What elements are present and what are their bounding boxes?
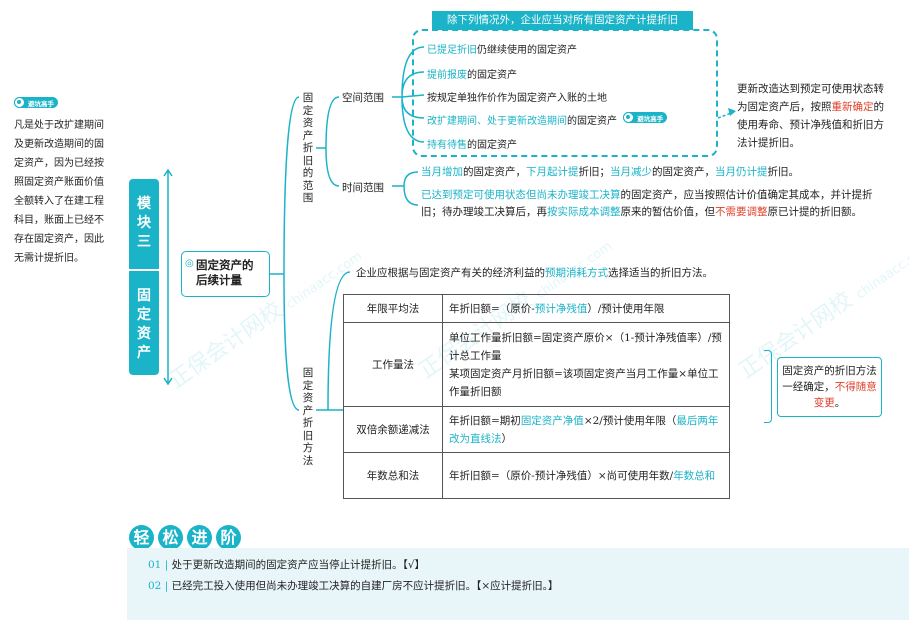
space-range-header: 除下列情况外，企业应当对所有固定资产计提折旧 [432, 11, 693, 30]
quiz-item: 01 | 处于更新改造期间的固定资产应当停止计提折旧。【√】 [148, 559, 426, 571]
method-name: 工作量法 [343, 322, 443, 407]
depreciation-methods-table: 年限平均法 年折旧额=（原价-预计净残值）/预计使用年限 工作量法 单位工作量折… [343, 294, 730, 499]
quiz-panel [127, 548, 909, 620]
table-row: 年数总和法 年折旧额=（原价-预计净残值）×尚可使用年数/年数总和 [343, 452, 730, 499]
method-formula: 年折旧额=（原价-预计净残值）×尚可使用年数/年数总和 [442, 452, 730, 499]
quiz-title-char: 阶 [216, 525, 241, 550]
table-bracket [764, 350, 772, 423]
badge-icon [623, 112, 635, 123]
exception-item: 已提足折旧仍继续使用的固定资产 [427, 45, 577, 56]
pitfall-badge: 避坑高手 [14, 97, 58, 111]
exception-item: 持有待售的固定资产 [427, 140, 517, 151]
exceptions-box [412, 29, 718, 157]
branch-range-label: 固定资产折旧的范围 [302, 92, 314, 204]
badge-icon [14, 97, 25, 108]
branch-method-label: 固定资产折旧方法 [302, 367, 314, 467]
table-row: 工作量法 单位工作量折旧额=固定资产原价×（1-预计净残值率）/预计总工作量某项… [343, 322, 730, 407]
root-line-1: 固定资产的 [196, 258, 254, 272]
root-line-2: 后续计量 [196, 273, 242, 287]
root-icon: ◎ [185, 258, 194, 269]
left-note-text: 凡是处于改扩建期间及更新改造期间的固定资产，因为已经按照固定资产账面价值全额转入… [14, 120, 104, 264]
quiz-title-char: 轻 [129, 525, 154, 550]
renovation-note: 更新改造达到预定可使用状态转为固定资产后，按照重新确定的使用寿命、预计净残值和折… [737, 83, 884, 149]
module-number: 模块三 [137, 196, 151, 250]
quiz-title: 轻 松 进 阶 [129, 525, 241, 550]
method-name: 年限平均法 [343, 294, 443, 323]
space-range-label: 空间范围 [342, 92, 384, 104]
time-range-label: 时间范围 [342, 182, 384, 194]
method-formula: 单位工作量折旧额=固定资产原价×（1-预计净残值率）/预计总工作量某项固定资产月… [442, 322, 730, 407]
exception-item: 按规定单独作价作为固定资产入账的土地 [427, 93, 607, 104]
module-divider [129, 269, 159, 271]
method-name: 年数总和法 [343, 452, 443, 499]
formula-line: 单位工作量折旧额=固定资产原价×（1-预计净残值率）/预计总工作量 [449, 331, 722, 362]
table-row: 双倍余额递减法 年折旧额=期初固定资产净值×2/预计使用年限（最后两年改为直线法… [343, 406, 730, 453]
root-node: ◎ 固定资产的 后续计量 [181, 251, 270, 297]
exception-item: 改扩建期间、处于更新改造期间的固定资产 避坑高手 [427, 112, 668, 127]
method-intro: 企业应根据与固定资产有关的经济利益的预期消耗方式选择适当的折旧方法。 [356, 267, 713, 279]
formula-line: 某项固定资产月折旧额=该项固定资产当月工作量×单位工作量折旧额 [449, 367, 719, 398]
module-label: 模块三 固定资产 [129, 179, 159, 375]
method-formula: 年折旧额=期初固定资产净值×2/预计使用年限（最后两年改为直线法） [442, 406, 730, 453]
table-row: 年限平均法 年折旧额=（原价-预计净残值）/预计使用年限 [343, 294, 730, 323]
time-rule-monthly: 当月增加的固定资产，下月起计提折旧；当月减少的固定资产，当月仍计提折旧。 [421, 166, 799, 178]
method-name: 双倍余额递减法 [343, 406, 443, 453]
quiz-title-char: 松 [158, 525, 183, 550]
quiz-title-char: 进 [187, 525, 212, 550]
pitfall-badge: 避坑高手 [623, 112, 668, 123]
module-topic: 固定资产 [137, 288, 151, 361]
exception-item: 提前报废的固定资产 [427, 70, 517, 81]
time-rule-unsettled: 已达到预定可使用状态但尚未办理竣工决算的固定资产，应当按照估计价值确定其成本，并… [421, 189, 873, 218]
quiz-item: 02 | 已经完工投入使用但尚未办理竣工决算的自建厂房不应计提折旧。【×应计提折… [148, 580, 559, 592]
method-formula: 年折旧额=（原价-预计净残值）/预计使用年限 [442, 294, 730, 323]
method-consistency-note: 固定资产的折旧方法一经确定，不得随意变更。 [777, 357, 882, 417]
